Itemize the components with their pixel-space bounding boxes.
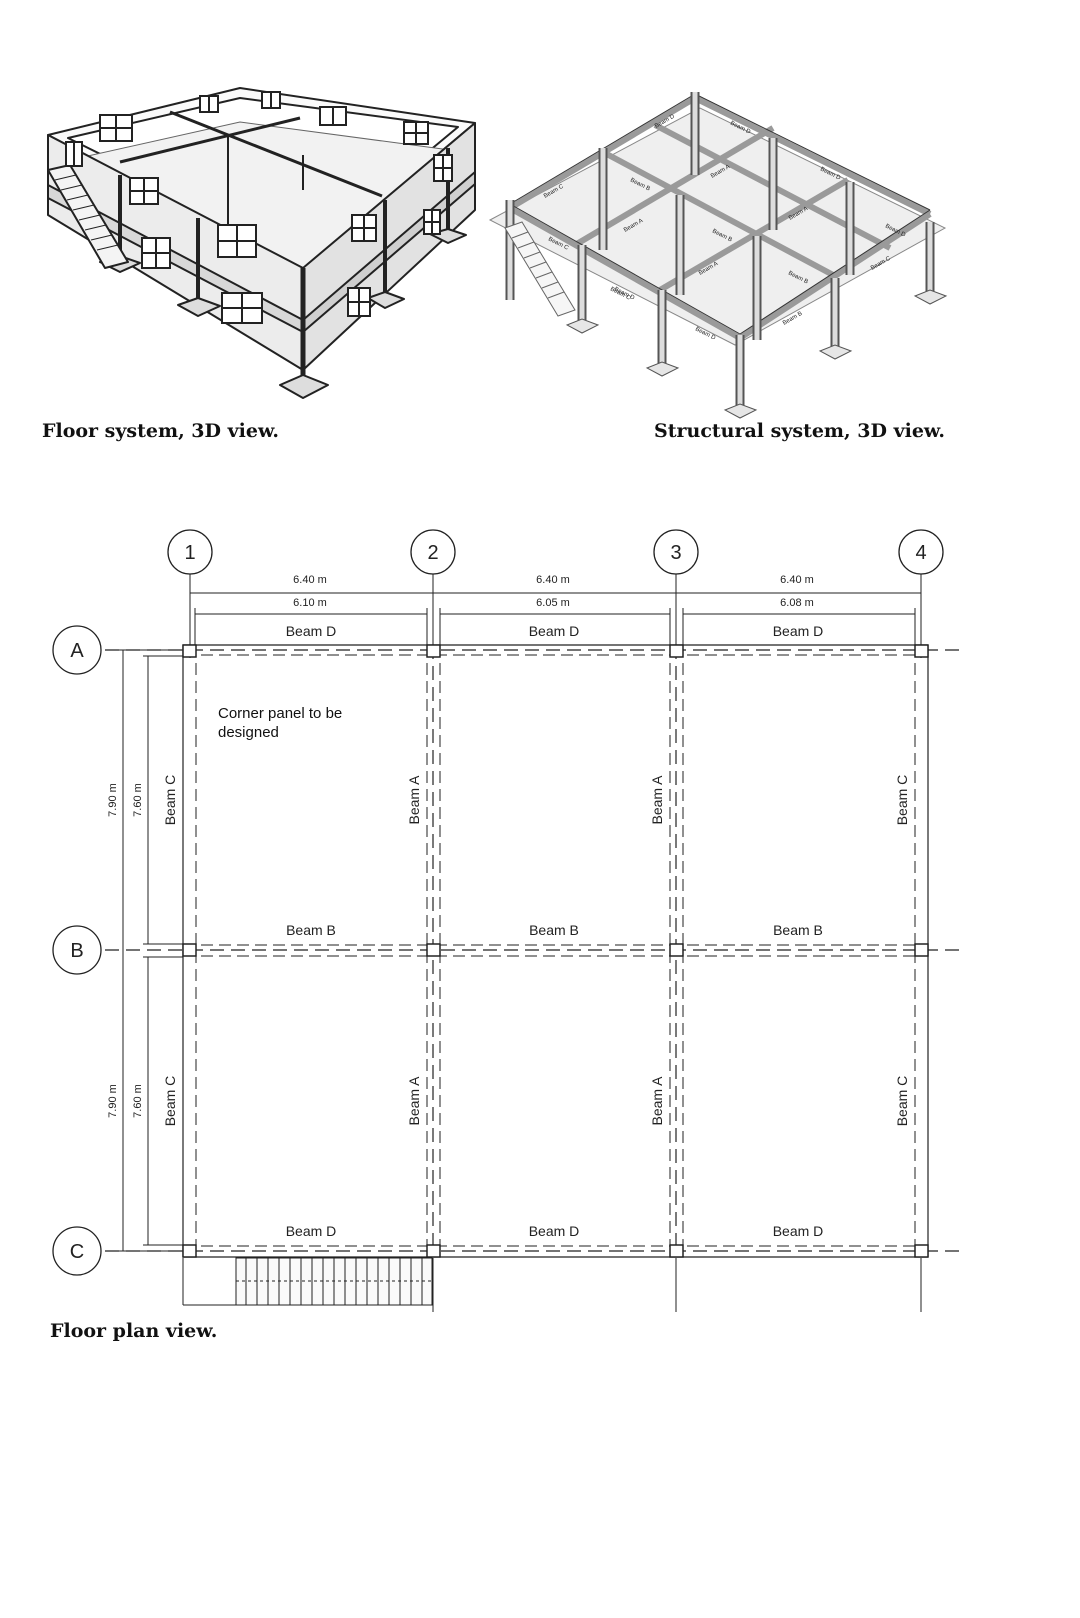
caption-floor-plan: Floor plan view.: [50, 1320, 218, 1342]
beam-label-bottom-3: Beam D: [773, 1223, 824, 1239]
grid-label-a: A: [70, 640, 84, 662]
dim-bay-2-center: 6.40 m: [536, 574, 570, 586]
corner-panel-note-line2: designed: [218, 724, 279, 741]
dim-row-2-center: 7.90 m: [107, 1084, 119, 1118]
grid-label-b: B: [70, 940, 83, 962]
beam-label-bottom-1: Beam D: [286, 1223, 337, 1239]
caption-structural-system: Structural system, 3D view.: [654, 420, 945, 442]
grid-label-2: 2: [427, 542, 438, 564]
beam-label-col1-upper: Beam C: [162, 775, 178, 826]
corner-panel-note-line1: Corner panel to be: [218, 705, 342, 722]
dim-row-1-clear: 7.60 m: [132, 783, 144, 817]
beam-label-col4-lower: Beam C: [894, 1076, 910, 1127]
beam-label-top-3: Beam D: [773, 623, 824, 639]
beam-label-col2-lower: Beam A: [406, 1076, 422, 1126]
beam-label-col1-lower: Beam C: [162, 1076, 178, 1127]
dim-bay-2-clear: 6.05 m: [536, 597, 570, 609]
grid-label-c: C: [70, 1241, 84, 1263]
dim-row-1-center: 7.90 m: [107, 783, 119, 817]
beam-label-bottom-2: Beam D: [529, 1223, 580, 1239]
beam-label-top-1: Beam D: [286, 623, 337, 639]
dim-row-2-clear: 7.60 m: [132, 1084, 144, 1118]
dim-bay-3-center: 6.40 m: [780, 574, 814, 586]
caption-floor-system: Floor system, 3D view.: [42, 420, 280, 442]
grid-label-4: 4: [915, 542, 926, 564]
beam-label-col2-upper: Beam A: [406, 775, 422, 825]
beam-label-col3-upper: Beam A: [649, 775, 665, 825]
beam-label-mid-3: Beam B: [773, 922, 823, 938]
dim-bay-1-clear: 6.10 m: [293, 597, 327, 609]
beam-label-mid-2: Beam B: [529, 922, 579, 938]
beam-label-col4-upper: Beam C: [894, 775, 910, 826]
beam-label-top-2: Beam D: [529, 623, 580, 639]
grid-label-1: 1: [184, 542, 195, 564]
beam-label-mid-1: Beam B: [286, 922, 336, 938]
dim-bay-1-center: 6.40 m: [293, 574, 327, 586]
grid-label-3: 3: [670, 542, 681, 564]
dim-bay-3-clear: 6.08 m: [780, 597, 814, 609]
beam-label-col3-lower: Beam A: [649, 1076, 665, 1126]
